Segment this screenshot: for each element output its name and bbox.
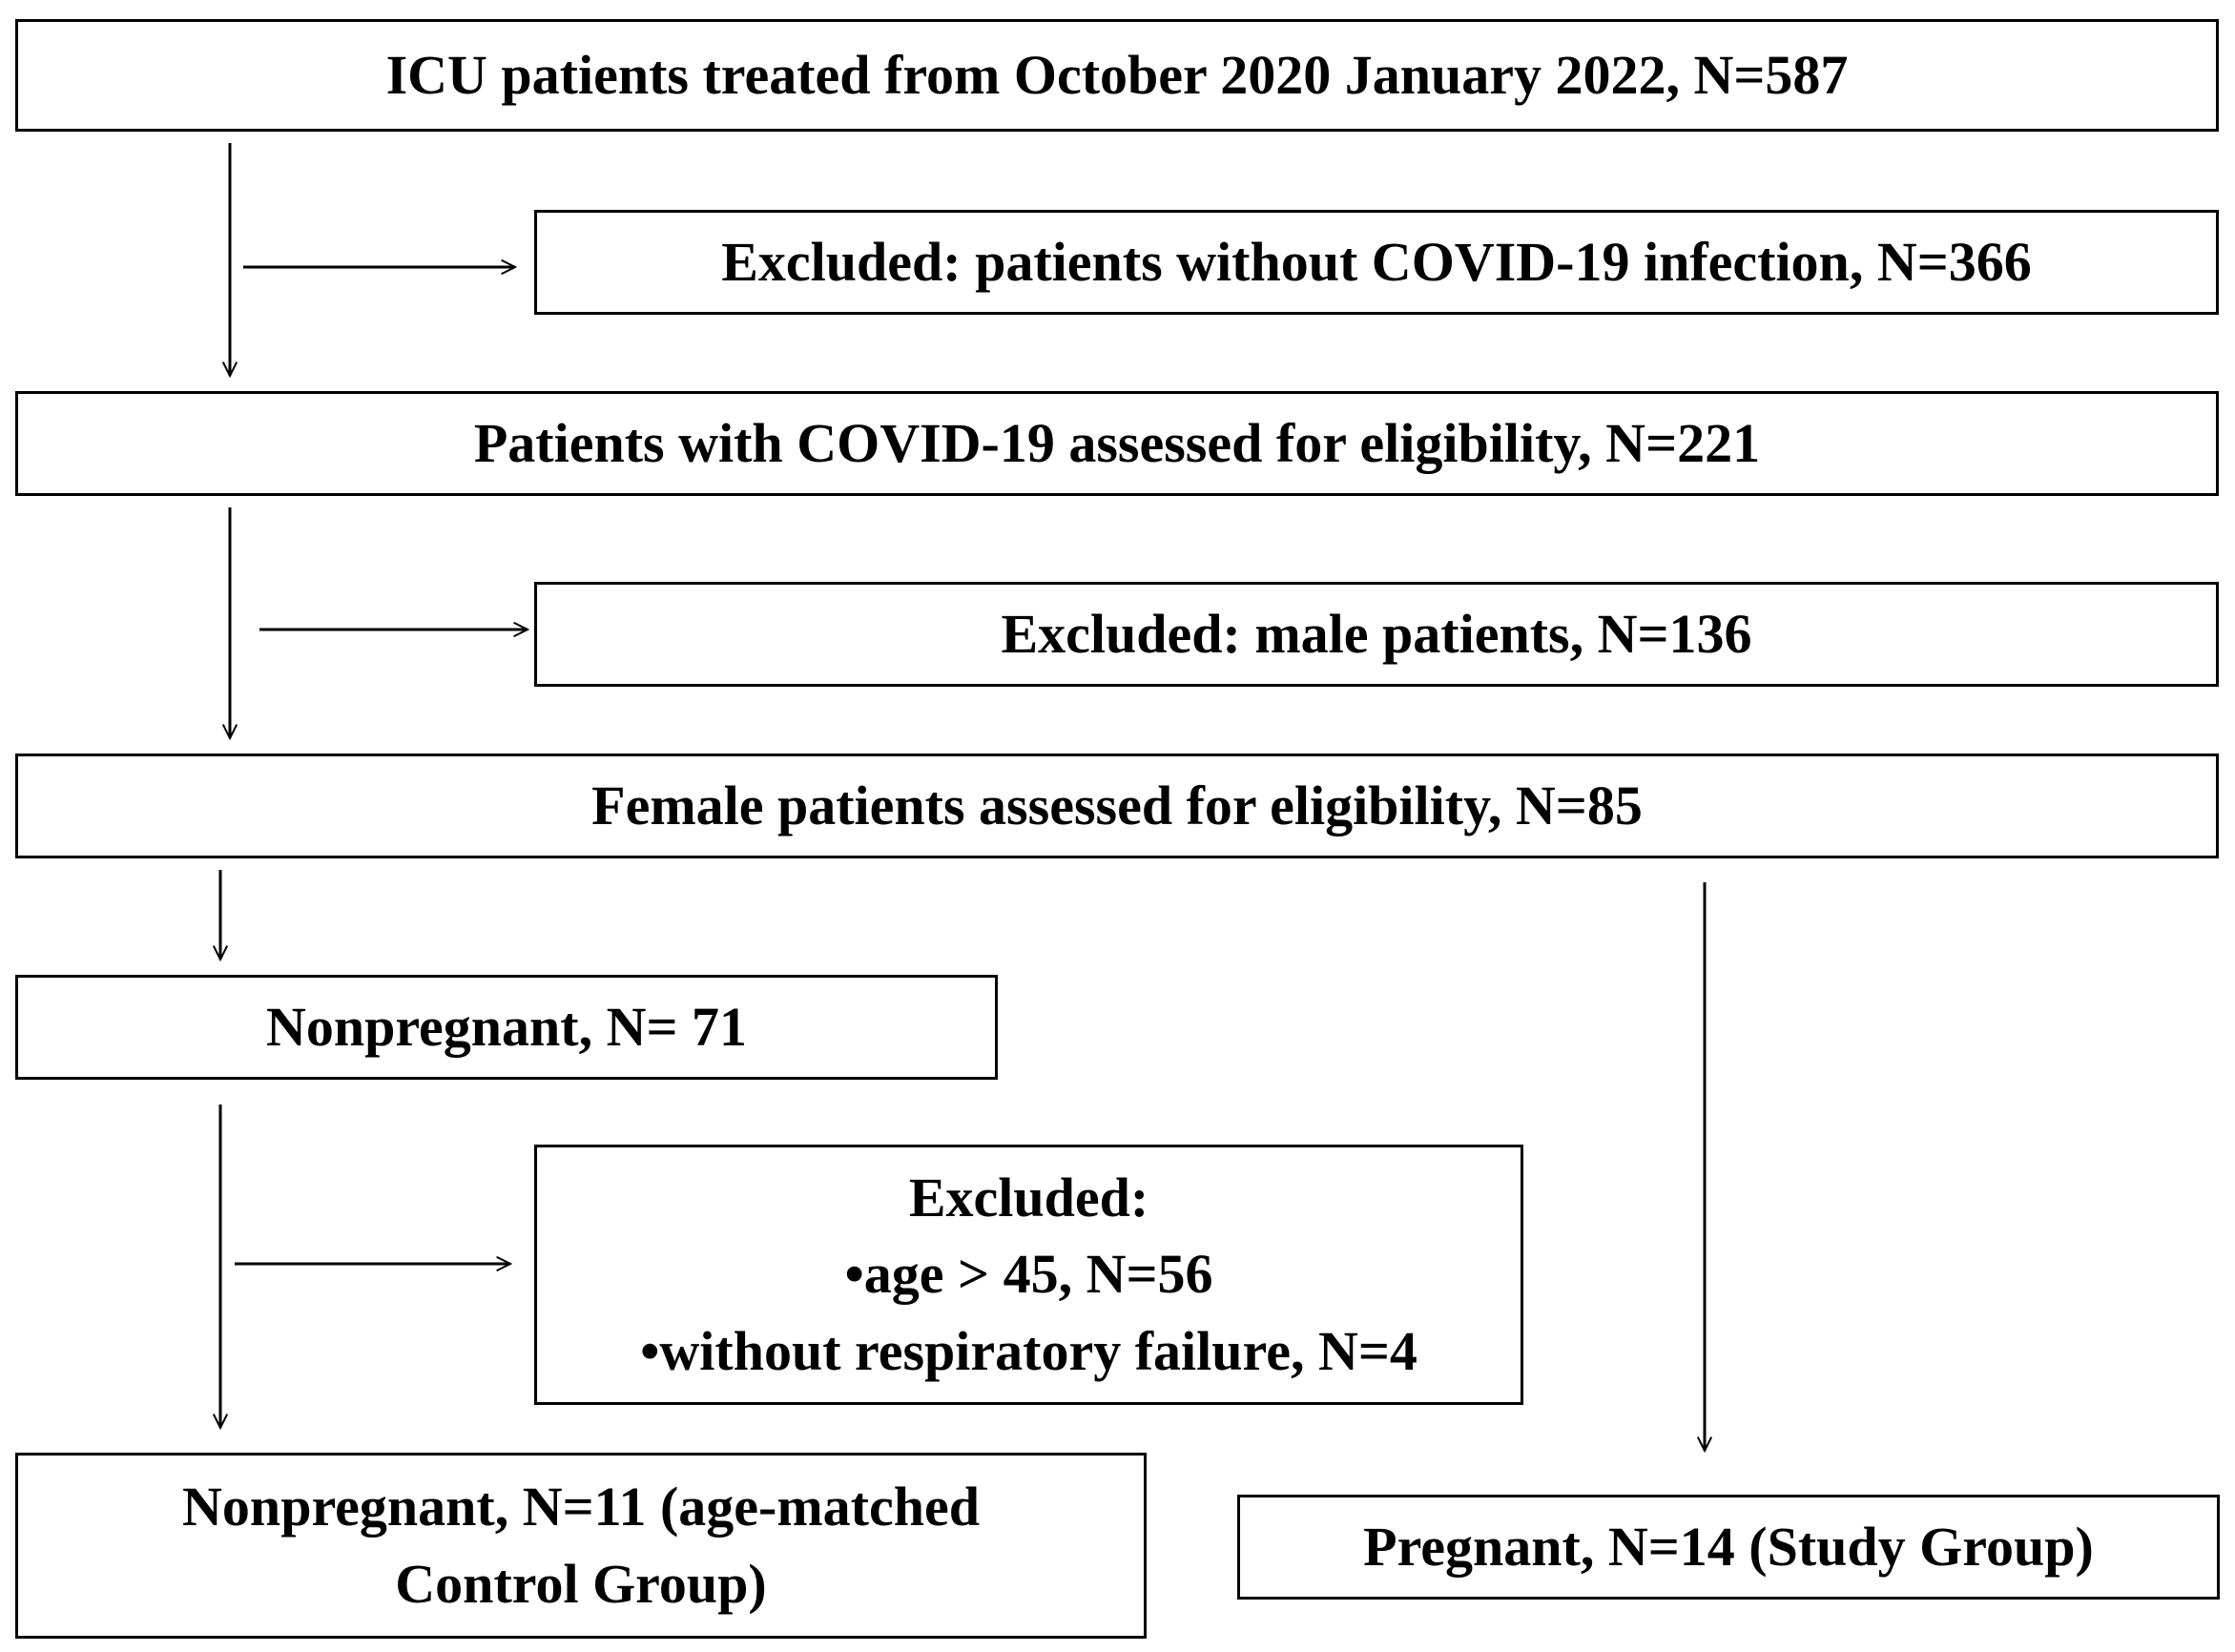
box-label: Nonpregnant, N= 71: [265, 995, 748, 1058]
box-covid-assessed: Patients with COVID-19 assessed for elig…: [15, 391, 2219, 496]
box-control-group: Nonpregnant, N=11 (age-matched Control G…: [15, 1453, 1147, 1639]
exclusion-item-age: •age > 45, N=56: [844, 1243, 1213, 1306]
box-nonpregnant-71: Nonpregnant, N= 71: [15, 975, 998, 1080]
box-label-line2: Control Group): [395, 1552, 767, 1615]
box-label: Patients with COVID-19 assessed for elig…: [473, 411, 1761, 474]
exclusion-item-respiratory: •without respiratory failure, N=4: [640, 1319, 1418, 1382]
box-label: Pregnant, N=14 (Study Group): [1363, 1515, 2094, 1578]
box-label: ICU patients treated from October 2020 J…: [385, 43, 1849, 106]
box-icu-patients-total: ICU patients treated from October 2020 J…: [15, 19, 2219, 132]
box-female-assessed: Female patients assessed for eligibility…: [15, 754, 2219, 858]
box-title: Excluded:: [908, 1167, 1149, 1229]
box-excluded-no-covid: Excluded: patients without COVID-19 infe…: [534, 210, 2219, 315]
box-label: Excluded: patients without COVID-19 infe…: [721, 230, 2032, 293]
box-excluded-male: Excluded: male patients, N=136: [534, 582, 2219, 687]
box-label: Female patients assessed for eligibility…: [591, 774, 1643, 836]
box-label-line1: Nonpregnant, N=11 (age-matched: [182, 1476, 980, 1538]
box-study-group: Pregnant, N=14 (Study Group): [1237, 1495, 2220, 1600]
box-excluded-nonpregnant: Excluded: •age > 45, N=56 •without respi…: [534, 1145, 1523, 1405]
box-label: Excluded: male patients, N=136: [1001, 602, 1752, 665]
